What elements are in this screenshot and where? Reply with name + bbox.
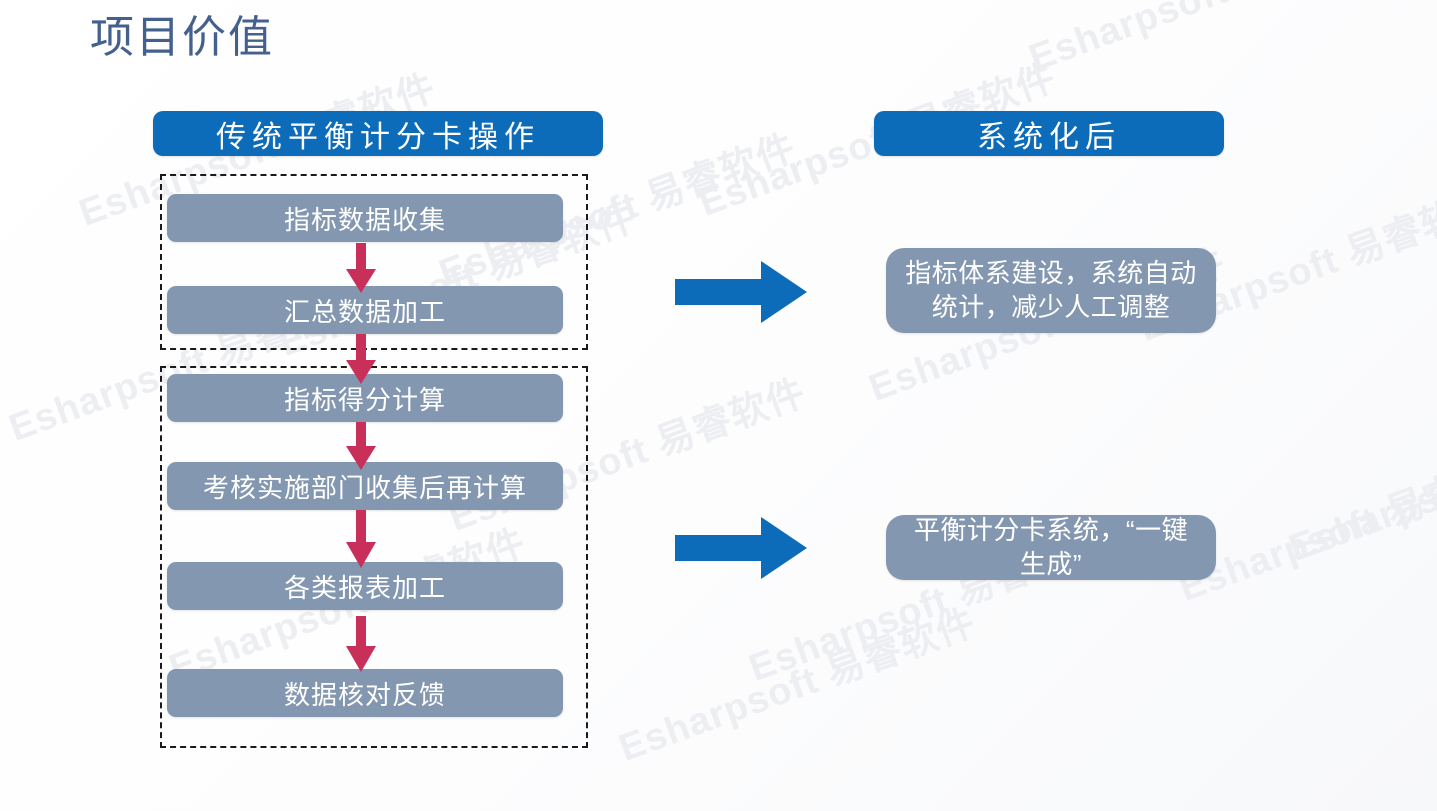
watermark-text: Esharpsoft 易睿软件 [1283, 402, 1437, 570]
result-box-2: 平衡计分卡系统，“一键生成” [886, 515, 1216, 580]
block-arrow-right-icon-2 [675, 517, 807, 584]
down-arrow-icon-1 [338, 243, 384, 293]
down-arrow-icon-3 [338, 422, 384, 470]
page-title: 项目价值 [90, 13, 274, 62]
process-box-1: 指标数据收集 [167, 194, 563, 242]
process-box-6: 数据核对反馈 [167, 669, 563, 717]
block-arrow-right-icon-1 [675, 261, 807, 328]
watermark-text: Esharpsoft 易睿软件 [613, 601, 982, 770]
down-arrow-icon-4 [338, 510, 384, 568]
dashed-group-1 [160, 174, 588, 350]
process-box-4: 考核实施部门收集后再计算 [167, 462, 563, 510]
process-box-3: 指标得分计算 [167, 374, 563, 422]
banner-right-systemized: 系统化后 [874, 111, 1224, 156]
process-box-2: 汇总数据加工 [167, 286, 563, 334]
process-box-5: 各类报表加工 [167, 562, 563, 610]
down-arrow-icon-5 [338, 616, 384, 672]
result-box-1: 指标体系建设，系统自动统计，减少人工调整 [886, 248, 1216, 333]
banner-left-traditional: 传统平衡计分卡操作 [153, 111, 603, 156]
down-arrow-icon-2 [338, 334, 384, 384]
watermark-text: Esharpsoft 易睿软件 [1020, 0, 1392, 82]
dashed-group-2 [160, 366, 588, 748]
